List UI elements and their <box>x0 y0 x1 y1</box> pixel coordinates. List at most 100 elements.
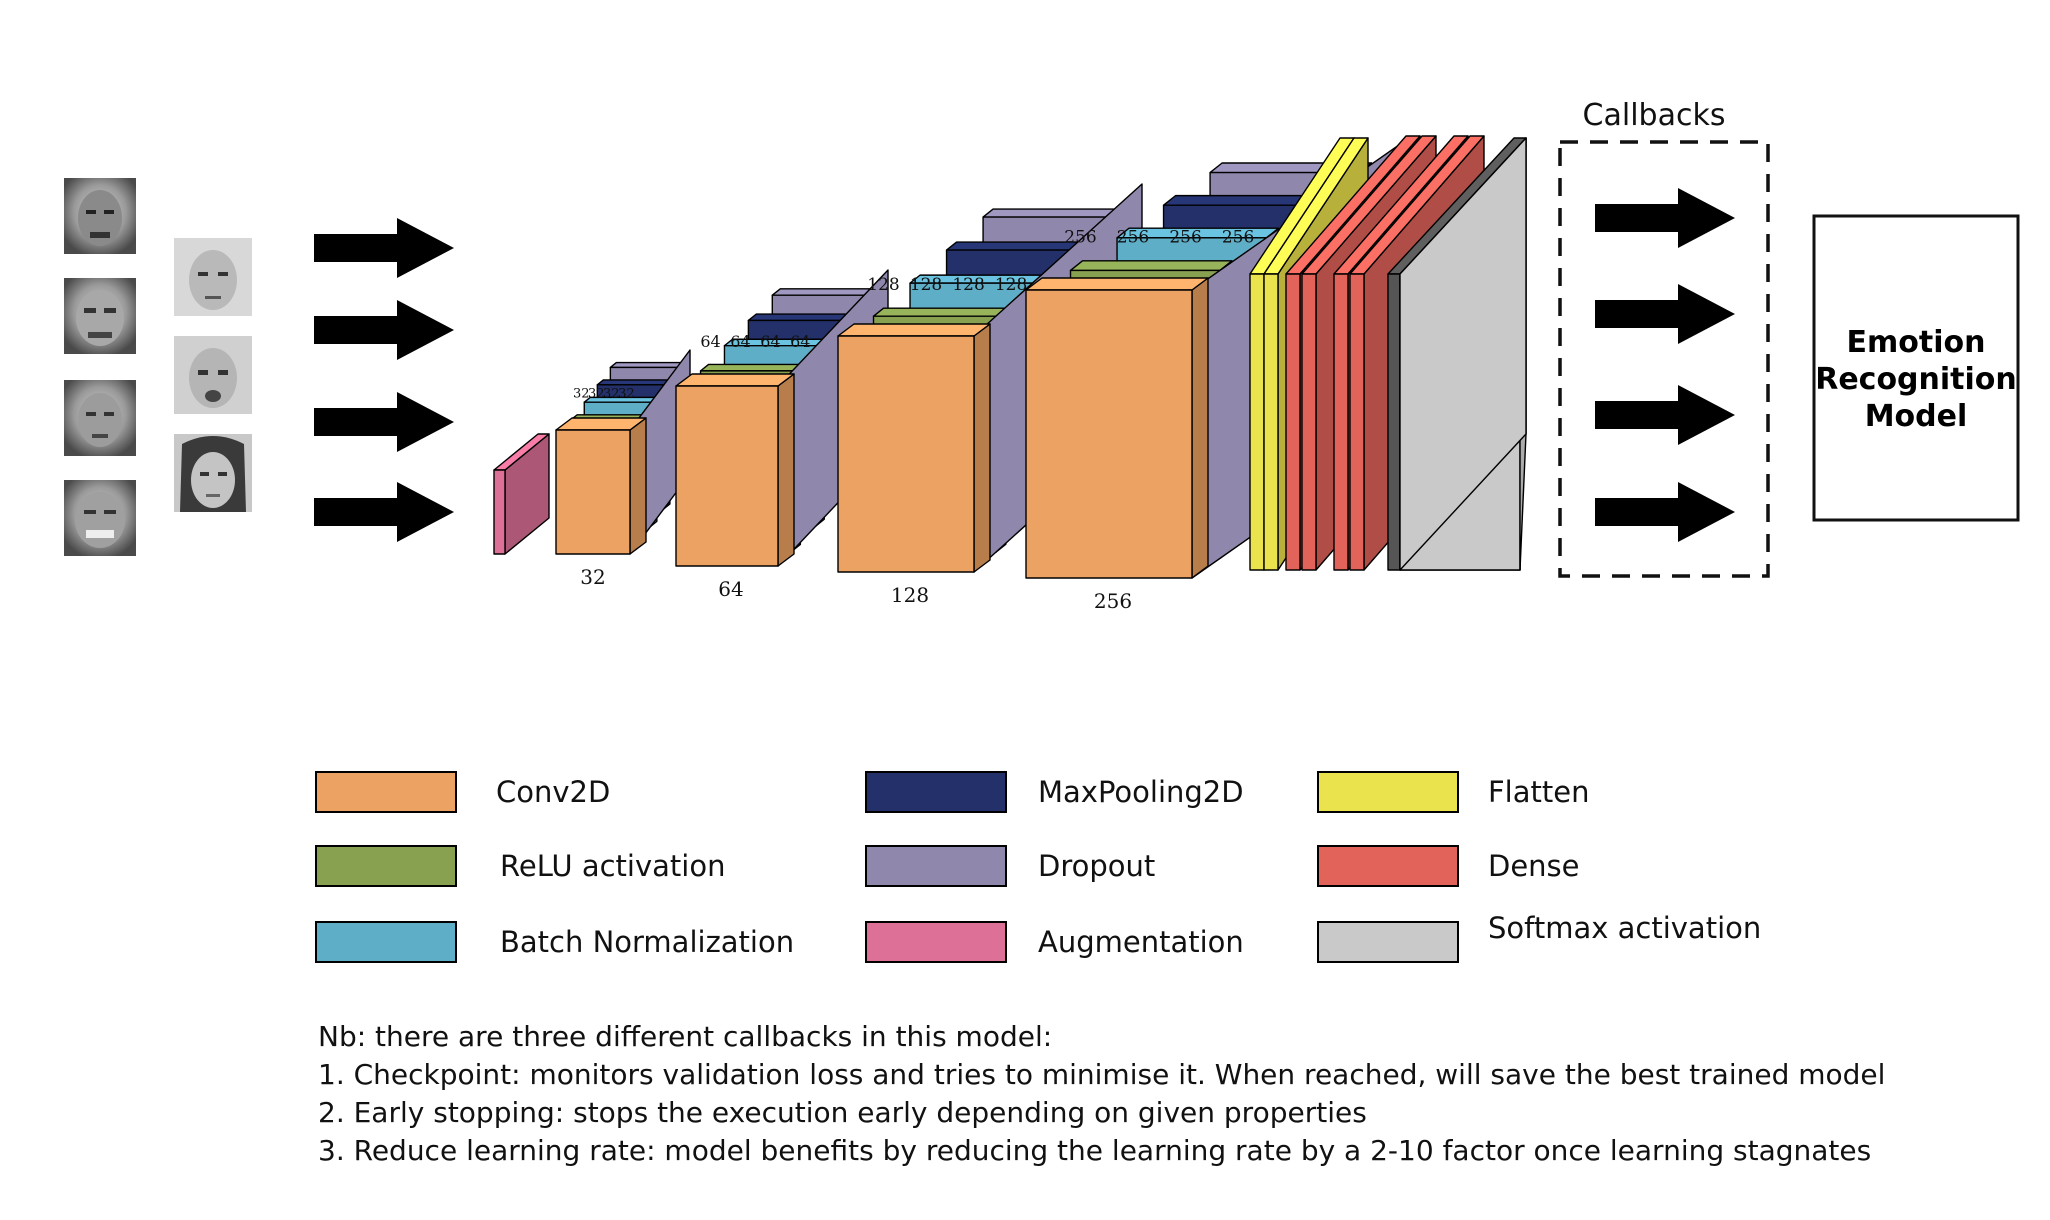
callbacks-box <box>1558 140 1770 578</box>
callback-arrow <box>1595 482 1735 542</box>
face-image <box>174 238 252 316</box>
conv2d-block-side <box>1191 277 1209 579</box>
legend-swatch <box>315 921 457 963</box>
conv2d-block-side <box>777 373 795 567</box>
filter-count-label: 32 <box>588 387 605 402</box>
filter-count-label: 32 <box>618 387 635 402</box>
legend-swatch <box>1317 921 1459 963</box>
dense-layer-front <box>1301 273 1317 571</box>
face-image <box>64 480 136 556</box>
legend-label: Dropout <box>1038 849 1155 883</box>
filter-count-label: 256 <box>1222 227 1254 247</box>
face-image <box>64 178 136 254</box>
legend-label: ReLU activation <box>500 849 725 883</box>
input-arrow <box>314 392 454 452</box>
layer-slab-top <box>699 363 802 372</box>
filter-count-label: 256 <box>1169 227 1201 247</box>
conv2d-block-front <box>555 429 631 555</box>
layer-slab-top <box>771 288 873 296</box>
conv2d-block-side <box>973 323 991 573</box>
callback-arrow <box>1595 188 1735 248</box>
callbacks-group: Callbacks <box>1558 98 1770 578</box>
filter-count-label: 256 <box>1117 227 1149 247</box>
filter-count-label: 32 <box>573 387 590 402</box>
layer-slab-top <box>945 241 1080 251</box>
filter-count-label: 128 <box>995 275 1027 295</box>
legend-label: Batch Normalization <box>500 925 794 959</box>
filter-count-label: 128 <box>867 275 899 295</box>
legend-label: Flatten <box>1488 775 1589 809</box>
legend-swatch <box>1317 771 1459 813</box>
input-arrows <box>314 218 454 542</box>
legend-label: MaxPooling2D <box>1038 775 1244 809</box>
flatten-layer-front <box>1249 273 1265 571</box>
conv2d-block-front <box>675 385 779 567</box>
input-arrow <box>314 300 454 360</box>
face-images <box>64 178 252 556</box>
legend-label: Augmentation <box>1038 925 1244 959</box>
notes: Nb: there are three different callbacks … <box>318 1018 2038 1170</box>
filter-count-label: 128 <box>952 275 984 295</box>
notes-line: Nb: there are three different callbacks … <box>318 1020 1053 1053</box>
legend-label: Dense <box>1488 849 1580 883</box>
face-image <box>174 336 252 414</box>
model-box-line: Recognition <box>1815 362 2017 397</box>
layer-slab-top <box>982 208 1117 218</box>
softmax-edge-front <box>1387 273 1401 571</box>
legend-swatch <box>865 845 1007 887</box>
layer-slab-top <box>1069 260 1233 272</box>
conv2d-block-top <box>1025 277 1209 291</box>
legend-label: Conv2D <box>496 775 610 809</box>
face-image <box>174 434 252 512</box>
filter-count-label: 256 <box>1064 227 1096 247</box>
model-box-line: Model <box>1865 399 1968 434</box>
dense-layer-front <box>1285 273 1301 571</box>
legend-swatch <box>1317 845 1459 887</box>
augmentation-layer-front <box>493 469 506 555</box>
model-box: Emotion Recognition Model <box>1812 214 2020 522</box>
conv-size-label: 32 <box>580 565 605 589</box>
legend-swatch <box>315 845 457 887</box>
conv-size-label: 256 <box>1094 589 1132 613</box>
legend-swatch <box>865 921 1007 963</box>
conv2d-block-top <box>675 373 795 387</box>
dense-layer-front <box>1333 273 1349 571</box>
filter-count-label: 64 <box>700 332 720 351</box>
layer-slab-top <box>747 313 849 322</box>
conv2d-block-side <box>629 417 647 555</box>
conv-size-label: 64 <box>718 577 743 601</box>
face-image <box>64 278 136 354</box>
softmax-body <box>1399 137 1527 571</box>
conv2d-block-front <box>1025 289 1193 579</box>
face-image <box>64 380 136 456</box>
flatten-layer-front <box>1263 273 1279 571</box>
filter-count-label: 64 <box>790 332 810 351</box>
filter-count-label: 64 <box>760 332 780 351</box>
legend-swatch <box>315 771 457 813</box>
conv2d-block-top <box>555 417 647 431</box>
input-arrow <box>314 482 454 542</box>
notes-line: 3. Reduce learning rate: model benefits … <box>318 1134 1872 1167</box>
model-box-line: Emotion <box>1847 325 1986 360</box>
dense-layer-front <box>1349 273 1365 571</box>
layer-slab-top <box>872 307 1007 317</box>
legend-label: Softmax activation <box>1488 911 1761 945</box>
layer-slab-top <box>609 361 684 369</box>
conv2d-block-top <box>837 323 991 337</box>
callback-arrow <box>1595 284 1735 344</box>
callbacks-title: Callbacks <box>1583 98 1726 133</box>
conv-size-label: 128 <box>891 583 929 607</box>
filter-count-label: 64 <box>730 332 750 351</box>
conv2d-block-front <box>837 335 975 573</box>
input-arrow <box>314 218 454 278</box>
filter-count-label: 128 <box>910 275 942 295</box>
filter-count-label: 32 <box>603 387 620 402</box>
legend-swatch <box>865 771 1007 813</box>
notes-line: 2. Early stopping: stops the execution e… <box>318 1096 1367 1129</box>
layer-slab-top <box>596 379 671 386</box>
notes-line: 1. Checkpoint: monitors validation loss … <box>318 1058 1886 1091</box>
callback-arrow <box>1595 385 1735 445</box>
